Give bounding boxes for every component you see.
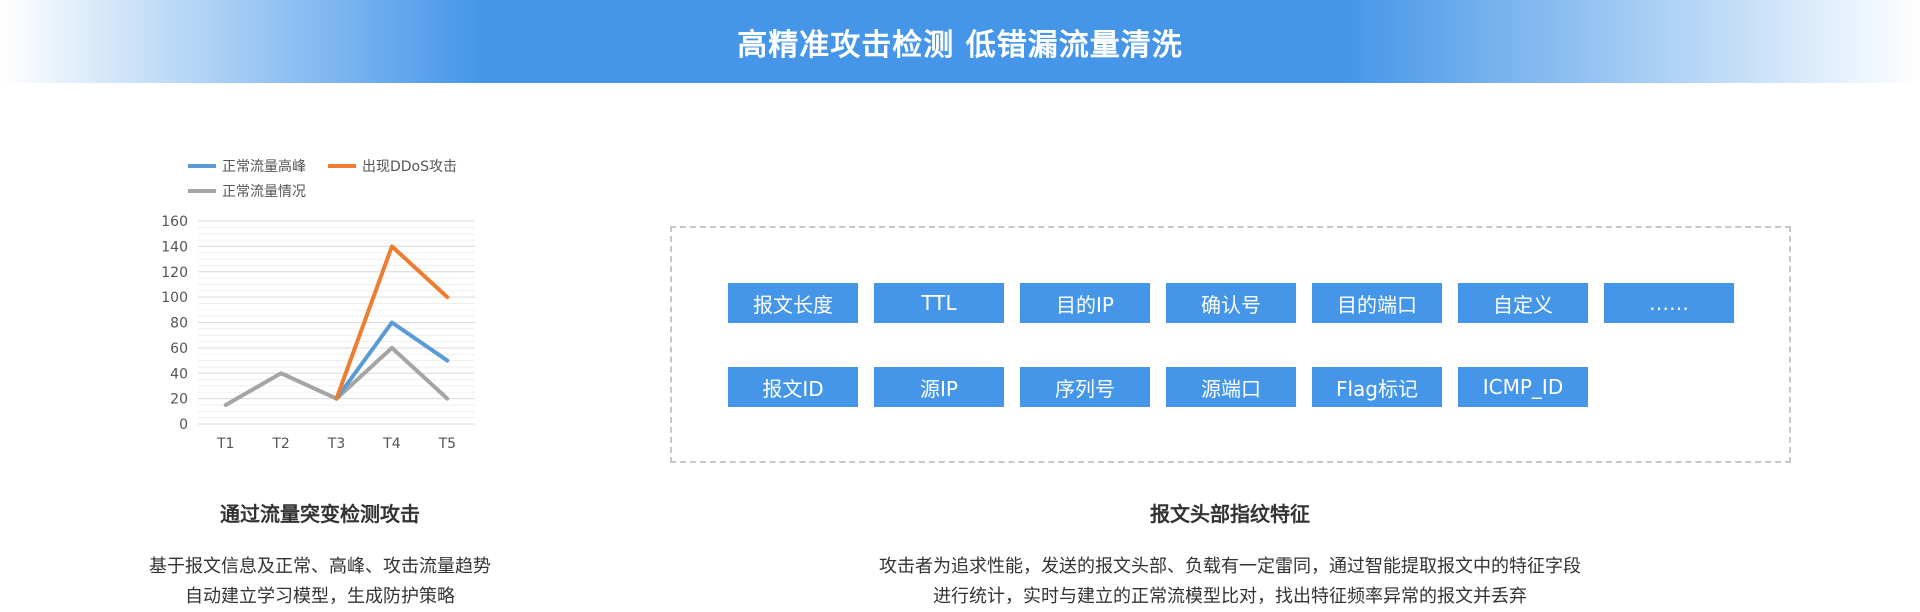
field-icmp-id: ICMP_ID: [1458, 367, 1588, 407]
y-tick-label: 100: [161, 290, 188, 306]
left-desc-line1: 基于报文信息及正常、高峰、攻击流量趋势: [149, 556, 491, 577]
field-more: ……: [1604, 283, 1734, 323]
x-tick-label: T5: [438, 436, 456, 452]
x-tick-label: T3: [327, 436, 345, 452]
y-tick-label: 0: [179, 417, 188, 433]
field-sequence-number: 序列号: [1020, 367, 1150, 407]
field-source-port: 源端口: [1166, 367, 1296, 407]
right-desc-line1: 攻击者为追求性能，发送的报文头部、负载有一定雷同，通过智能提取报文中的特征字段: [879, 556, 1581, 577]
field-packet-length: 报文长度: [728, 283, 858, 323]
y-tick-label: 20: [170, 392, 188, 408]
x-tick-label: T4: [382, 436, 401, 452]
series-line: [334, 244, 450, 401]
field-dest-ip: 目的IP: [1020, 283, 1150, 323]
field-ack-number: 确认号: [1166, 283, 1296, 323]
header-banner: 高精准攻击检测 低错漏流量清洗: [0, 0, 1920, 83]
left-caption-title: 通过流量突变检测攻击: [220, 502, 420, 526]
field-packet-id: 报文ID: [728, 367, 858, 407]
y-tick-label: 80: [170, 316, 188, 332]
y-tick-label: 140: [161, 239, 188, 255]
field-flag: Flag标记: [1312, 367, 1442, 407]
field-custom: 自定义: [1458, 283, 1588, 323]
field-source-ip: 源IP: [874, 367, 1004, 407]
y-tick-label: 40: [170, 366, 188, 382]
right-desc-line2: 进行统计，实时与建立的正常流模型比对，找出特征频率异常的报文并丢弃: [933, 586, 1527, 607]
field-dest-port: 目的端口: [1312, 283, 1442, 323]
right-caption-desc: 攻击者为追求性能，发送的报文头部、负载有一定雷同，通过智能提取报文中的特征字段 …: [760, 552, 1700, 612]
left-desc-line2: 自动建立学习模型，生成防护策略: [185, 586, 455, 607]
right-caption-title: 报文头部指纹特征: [1150, 502, 1310, 526]
y-tick-label: 120: [161, 265, 188, 281]
x-tick-label: T1: [216, 436, 234, 452]
banner-title: 高精准攻击检测 低错漏流量清洗: [737, 27, 1183, 63]
fingerprint-fields-box: 报文长度 TTL 目的IP 确认号 目的端口 自定义 …… 报文ID 源IP 序…: [670, 226, 1791, 463]
legend-label: 出现DDoS攻击: [362, 159, 457, 175]
left-caption-desc: 基于报文信息及正常、高峰、攻击流量趋势 自动建立学习模型，生成防护策略: [100, 552, 540, 612]
field-ttl: TTL: [874, 283, 1004, 323]
y-tick-label: 60: [170, 341, 188, 357]
legend-label: 正常流量高峰: [222, 158, 306, 175]
y-tick-label: 160: [161, 214, 188, 230]
legend-label: 正常流量情况: [222, 184, 306, 200]
x-tick-label: T2: [271, 436, 289, 452]
series-line: [334, 320, 450, 401]
